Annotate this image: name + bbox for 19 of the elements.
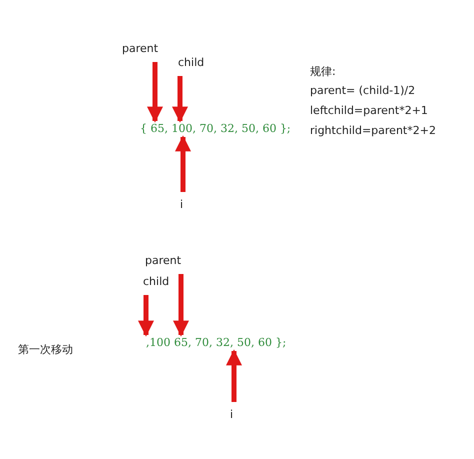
rule-note: parent= (child-1)/2 [310, 84, 416, 97]
arrow [175, 135, 191, 192]
index-label: i [180, 198, 184, 212]
rule-note: leftchild=parent*2+1 [310, 104, 428, 117]
array-text: ,100 65, 70, 32, 50, 60 }; [146, 336, 286, 350]
step-label: 第一次移动 [18, 342, 73, 357]
arrow [173, 274, 189, 337]
arrow [147, 62, 163, 123]
index-label: i [230, 408, 234, 422]
arrow [172, 76, 188, 123]
array-text: { 65, 100, 70, 32, 50, 60 }; [140, 122, 291, 136]
arrow [138, 295, 154, 337]
rule-note: 规律: [310, 64, 336, 79]
rule-note: rightchild=parent*2+2 [310, 124, 436, 137]
variable-label: parent [122, 42, 158, 56]
variable-label: child [178, 56, 204, 70]
variable-label: child [143, 275, 170, 289]
arrow [226, 349, 242, 402]
variable-label: parent [145, 254, 182, 268]
